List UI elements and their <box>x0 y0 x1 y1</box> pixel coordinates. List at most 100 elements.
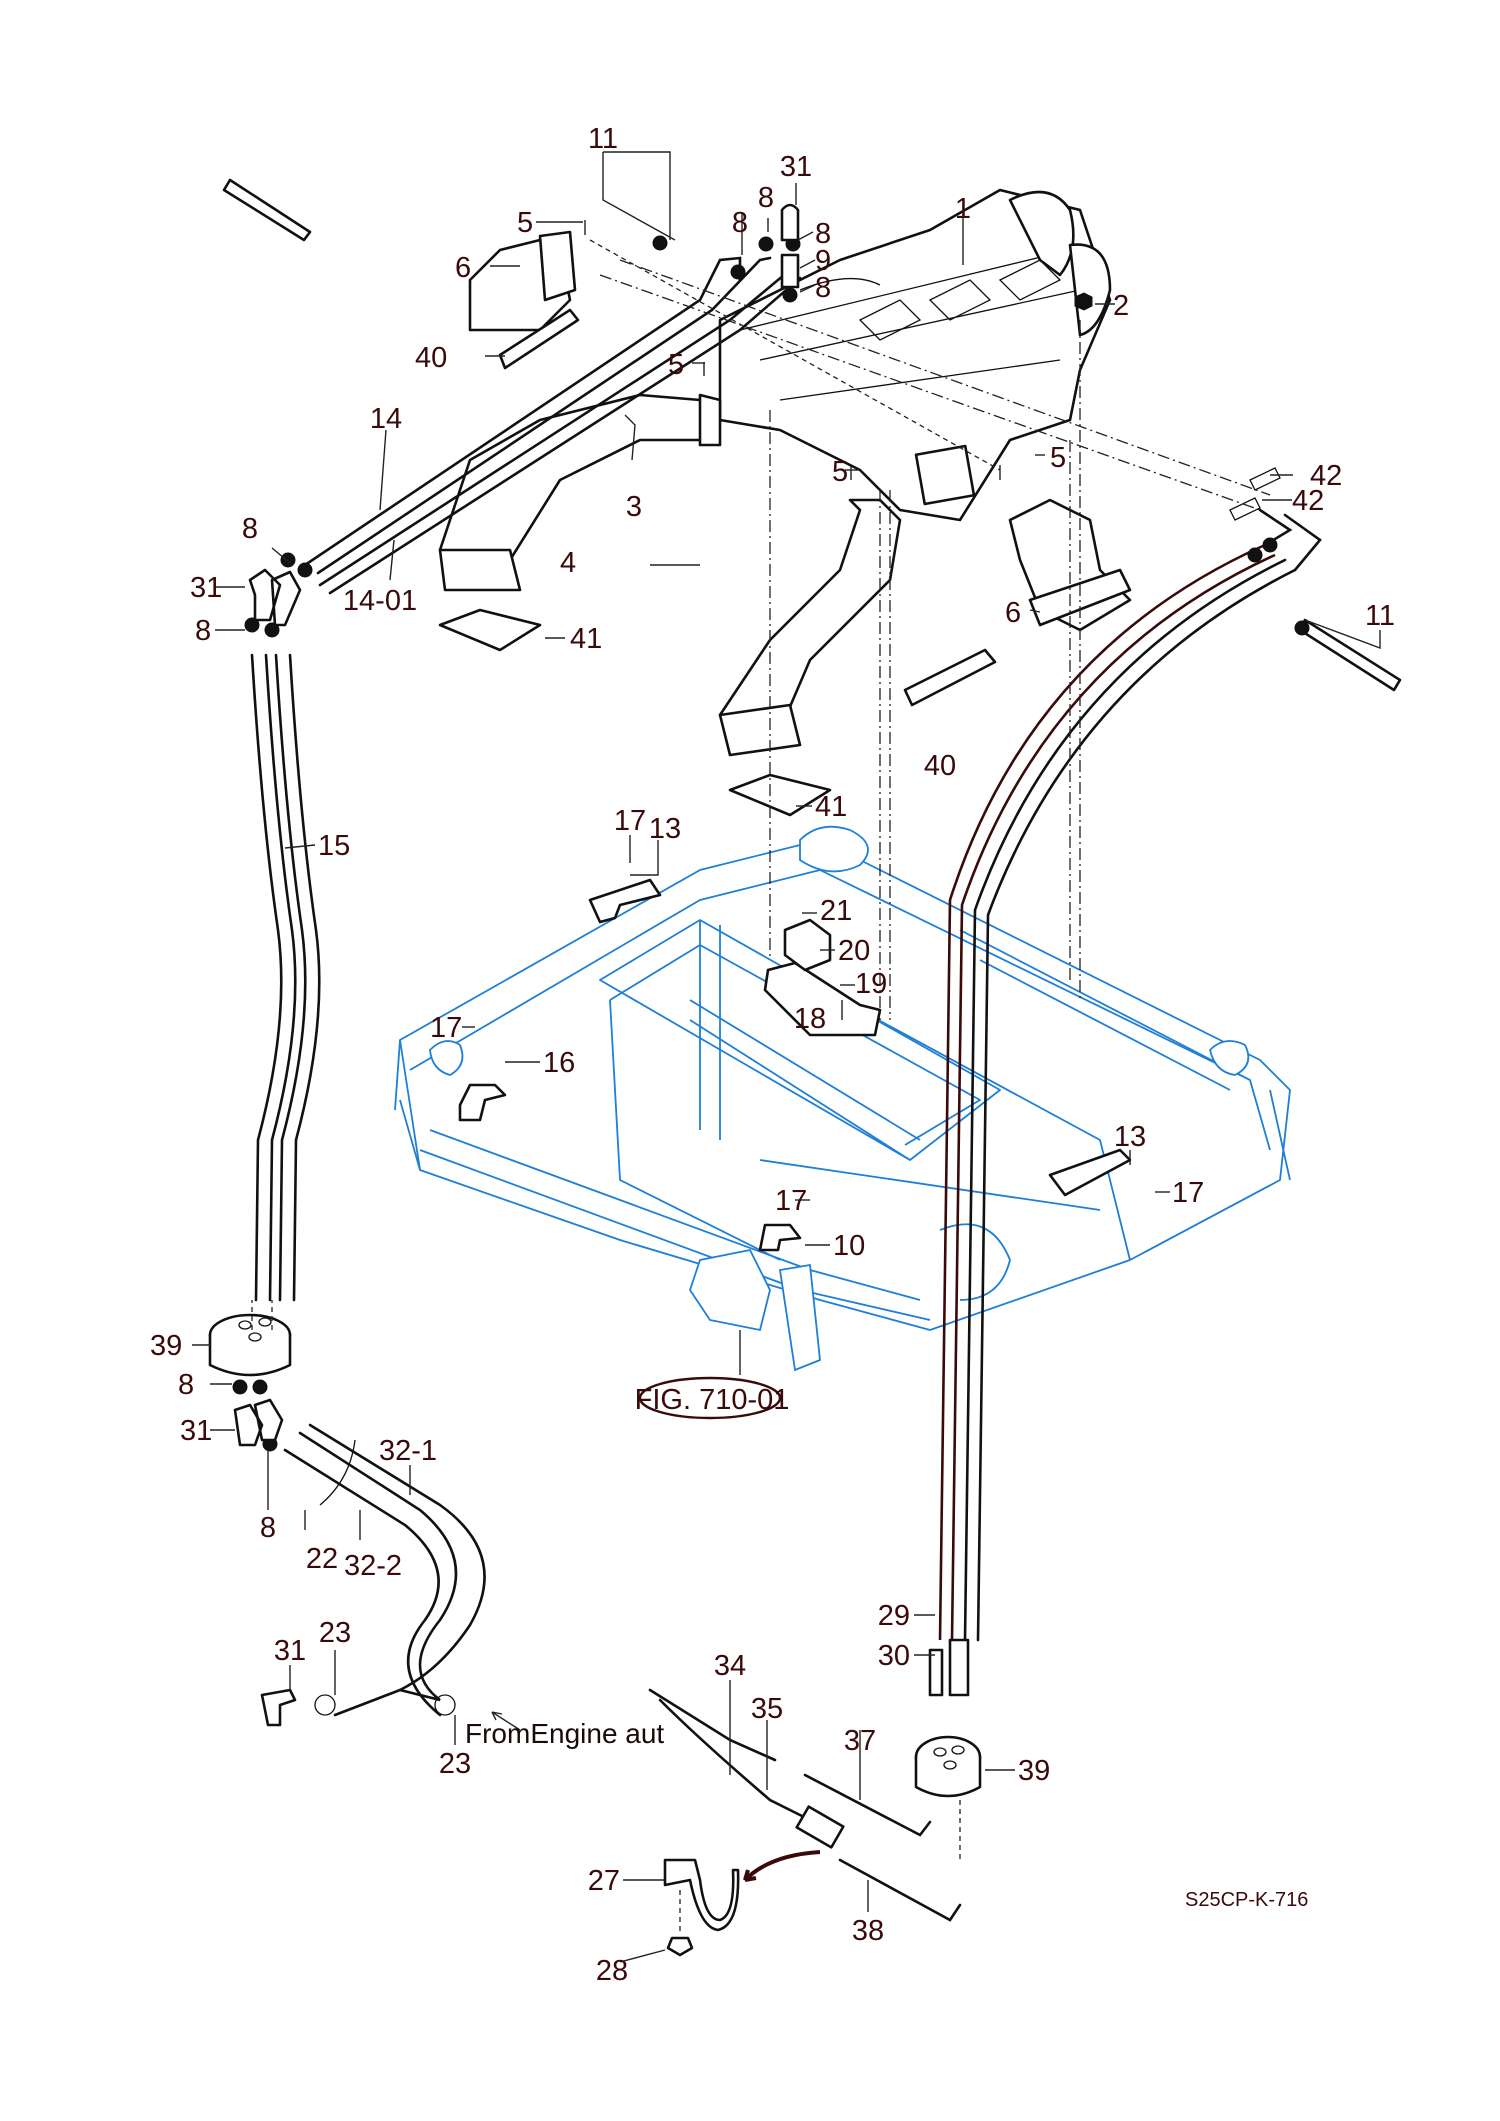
clamps-8 <box>232 235 1310 1452</box>
plate-42-a <box>1249 467 1281 491</box>
gasket-41-upper <box>438 608 542 652</box>
bracket-13-right <box>1048 1148 1132 1197</box>
callout-5: 5 <box>1050 442 1066 474</box>
receiver-39-right <box>914 1735 982 1798</box>
callout-37: 37 <box>844 1725 876 1757</box>
callout-31: 31 <box>180 1415 212 1447</box>
callout-38: 38 <box>852 1915 884 1947</box>
callout-23: 23 <box>319 1617 351 1649</box>
tie-22 <box>319 1439 356 1506</box>
callout-23: 23 <box>439 1748 471 1780</box>
callout-32-2: 32-2 <box>344 1550 402 1582</box>
hvac-unit <box>718 188 1112 522</box>
callout-17: 17 <box>1172 1177 1204 1209</box>
callout-16: 16 <box>543 1047 575 1079</box>
callout-40: 40 <box>924 750 956 782</box>
direction-arrow <box>743 1850 821 1882</box>
callout-13: 13 <box>649 813 681 845</box>
figure-reference-oval[interactable] <box>638 1376 782 1420</box>
duct-3 <box>438 393 722 592</box>
screws-5 <box>584 220 1001 480</box>
callout-31: 31 <box>780 151 812 183</box>
callout-4: 4 <box>560 547 576 579</box>
callout-14: 14 <box>370 403 402 435</box>
bracket-10 <box>758 1223 802 1252</box>
callout-42: 42 <box>1292 485 1324 517</box>
callout-39: 39 <box>1018 1755 1050 1787</box>
callout-10: 10 <box>833 1230 865 1262</box>
callout-30: 30 <box>878 1640 910 1672</box>
callout-17: 17 <box>430 1012 462 1044</box>
callout-2: 2 <box>1113 290 1129 322</box>
hose-11-upper <box>222 178 312 242</box>
callout-34: 34 <box>714 1650 746 1682</box>
elbows-31-lower-left <box>233 1398 284 1447</box>
clamp-23-a <box>314 1694 336 1716</box>
leader-lines <box>192 151 1381 1963</box>
duct-4 <box>718 498 902 757</box>
callout-15: 15 <box>318 830 350 862</box>
callout-5: 5 <box>668 349 684 381</box>
callout-11: 11 <box>588 123 618 155</box>
callout-5: 5 <box>517 207 533 239</box>
callout-8: 8 <box>815 218 831 250</box>
elbow-31-top <box>780 203 800 242</box>
callout-8: 8 <box>260 1512 276 1544</box>
callout-9: 9 <box>815 245 831 277</box>
callout-18: 18 <box>794 1003 826 1035</box>
callout-19: 19 <box>855 968 887 1000</box>
callout-31: 31 <box>190 572 222 604</box>
hoses-32 <box>283 1423 486 1717</box>
callout-3: 3 <box>626 491 642 523</box>
bracket-16 <box>458 1083 507 1122</box>
elbow-31-bottom <box>260 1688 297 1727</box>
callout-20: 20 <box>838 935 870 967</box>
callout-42: 42 <box>1310 460 1342 492</box>
drawing-code: S25CP-K-716 <box>1185 1889 1308 1911</box>
callout-29: 29 <box>878 1600 910 1632</box>
hoses-15 <box>250 653 321 1302</box>
flow-annotation: FromEngine aut <box>465 1718 664 1749</box>
hoses-29-30 <box>938 508 1322 1642</box>
nut-icon <box>1074 292 1093 311</box>
callout-17: 17 <box>775 1185 807 1217</box>
callout-31: 31 <box>274 1635 306 1667</box>
callout-35: 35 <box>751 1693 783 1725</box>
connector-9 <box>780 253 800 289</box>
callout-32-1: 32-1 <box>379 1435 437 1467</box>
callout-8: 8 <box>178 1369 194 1401</box>
callout-6: 6 <box>1005 597 1021 629</box>
callout-labels: 11 31 8 8 8 9 8 1 2 5 6 40 5 14 3 5 5 42… <box>150 123 1395 1987</box>
callout-6: 6 <box>455 252 471 284</box>
callout-11: 11 <box>1365 600 1395 632</box>
callout-39: 39 <box>150 1330 182 1362</box>
callout-8: 8 <box>242 513 258 545</box>
callout-8: 8 <box>195 615 211 647</box>
callout-27: 27 <box>588 1865 620 1897</box>
callout-8: 8 <box>758 182 774 214</box>
flow-arrow <box>491 1711 521 1731</box>
callout-17: 17 <box>614 805 646 837</box>
callout-41: 41 <box>815 791 847 823</box>
callout-8: 8 <box>732 207 748 239</box>
duct-6-upper <box>468 230 577 332</box>
bracket-27 <box>663 1858 740 1932</box>
clamp-23-b <box>434 1694 456 1716</box>
elbows-31-upper-left <box>248 568 302 627</box>
seal-40-lower <box>903 648 997 707</box>
callout-41: 41 <box>570 623 602 655</box>
callout-13: 13 <box>1114 1121 1146 1153</box>
cab-frame <box>394 825 1291 1372</box>
callout-5: 5 <box>832 456 848 488</box>
seal-40-upper <box>498 308 580 370</box>
callout-40: 40 <box>415 342 447 374</box>
bracket-13-left <box>588 878 662 924</box>
bolt-28 <box>666 1936 694 1957</box>
callout-8: 8 <box>815 272 831 304</box>
callout-1: 1 <box>955 193 971 225</box>
module-20 <box>783 918 832 972</box>
plate-42-b <box>1229 497 1261 521</box>
callout-22: 22 <box>306 1543 338 1575</box>
figure-reference[interactable]: FIG. 710-01 <box>635 1384 790 1416</box>
